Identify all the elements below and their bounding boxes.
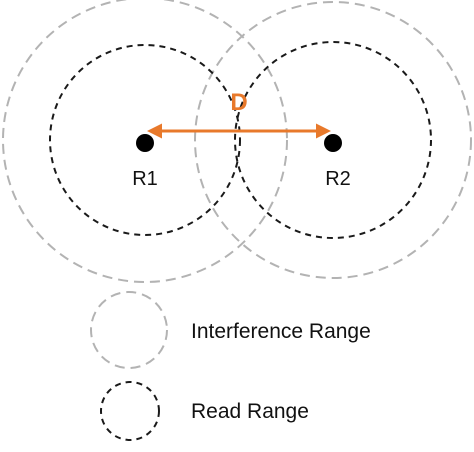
legend-read-swatch (100, 381, 160, 441)
legend-read-label: Read Range (191, 400, 309, 423)
reader-r1-dot (136, 134, 154, 152)
legend: Interference Range Read Range (90, 291, 371, 441)
r2-interference-range-ring (194, 1, 472, 279)
reader-r1-label: R1 (132, 168, 158, 190)
legend-interference-swatch (90, 291, 168, 369)
distance-label: D (230, 89, 247, 116)
r1-read-range-ring (49, 44, 241, 236)
r2-read-range-ring (234, 41, 432, 239)
reader-r2-label: R2 (325, 168, 351, 190)
legend-interference-label: Interference Range (191, 320, 371, 343)
reader-r2-dot (324, 134, 342, 152)
r1-interference-range-ring (2, 0, 288, 283)
